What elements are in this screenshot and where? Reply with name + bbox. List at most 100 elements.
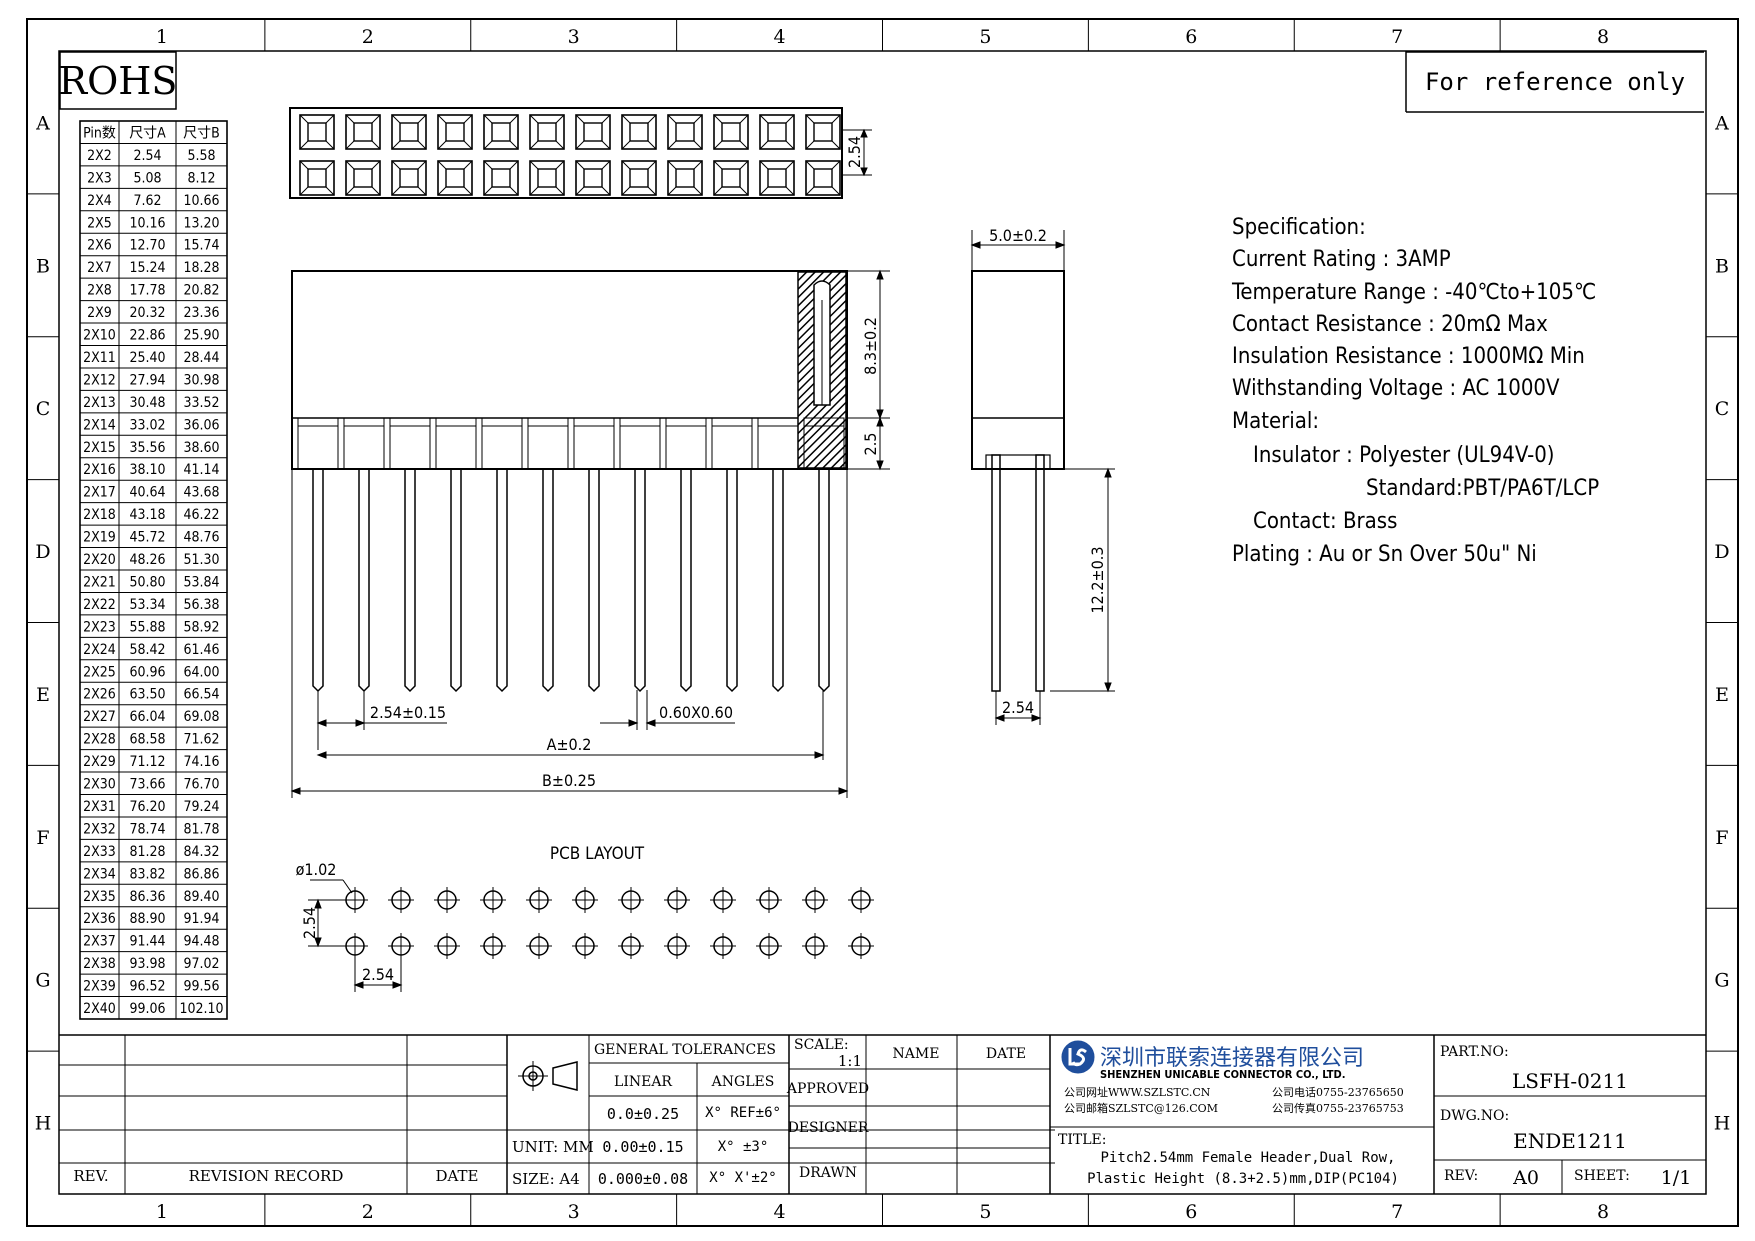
- frame-col-label-bottom: 8: [1597, 1201, 1609, 1223]
- title-line-2: Plastic Height (8.3+2.5)mm,DIP(PC104): [1087, 1171, 1399, 1187]
- size-table-cell: 15.24: [129, 260, 165, 276]
- pcb-hole: [526, 887, 552, 913]
- size-table-cell: 53.84: [183, 574, 219, 590]
- size-table-cell: 48.76: [183, 530, 219, 546]
- size-table-cell: 5.08: [133, 170, 161, 186]
- size-table-cell: 76.70: [183, 777, 219, 793]
- contact-cell: [575, 114, 611, 150]
- contact-cell: [667, 114, 703, 150]
- size-table-cell: 2X23: [83, 619, 116, 635]
- tolerance-linear-3: 0.000±0.08: [598, 1170, 688, 1188]
- rev-label: REV:: [1444, 1168, 1478, 1184]
- pcb-hole: [710, 933, 736, 959]
- frame-row-label-left: B: [36, 255, 50, 277]
- pcb-hole: [572, 933, 598, 959]
- size-table-cell: 2X12: [83, 372, 116, 388]
- frame-col-label-bottom: 4: [774, 1201, 786, 1223]
- pcb-hole: [802, 933, 828, 959]
- unit-label: UNIT: MM: [512, 1138, 594, 1156]
- size-table-cell: 尺寸A: [129, 125, 166, 141]
- dim-a: A±0.2: [547, 735, 592, 754]
- drawn-label: DRAWN: [799, 1165, 857, 1181]
- frame-row-label-right: G: [1714, 970, 1729, 992]
- sheet-value: 1/1: [1661, 1167, 1692, 1189]
- size-table-cell: 2X4: [87, 193, 112, 209]
- spec-line: Temperature Range : -40℃to+105℃: [1231, 280, 1596, 305]
- size-table-cell: 2X33: [83, 844, 116, 860]
- top-view: [289, 107, 872, 199]
- frame-col-label-bottom: 5: [979, 1201, 991, 1223]
- company-name-cn: 深圳市联索连接器有限公司: [1100, 1046, 1364, 1071]
- contact-cell: [437, 160, 473, 196]
- size-table-cell: 55.88: [129, 619, 165, 635]
- frame-col-label-bottom: 6: [1185, 1201, 1197, 1223]
- revision-record-header: REVISION RECORD: [189, 1167, 344, 1185]
- tolerance-angle-1: X° REF±6°: [705, 1105, 781, 1121]
- size-table-cell: 尺寸B: [183, 125, 220, 141]
- frame-row-label-right: C: [1715, 398, 1730, 420]
- spec-line: Current Rating : 3AMP: [1232, 247, 1451, 272]
- size-table-cell: 2X37: [83, 934, 116, 950]
- front-pin: [343, 417, 385, 693]
- side-width-dim: 5.0±0.2: [989, 226, 1047, 245]
- frame-row-label-left: D: [35, 541, 50, 563]
- pcb-hole: [480, 887, 506, 913]
- front-pin: [481, 417, 523, 693]
- frame-row-label-left: G: [35, 970, 50, 992]
- sheet-label: SHEET:: [1574, 1168, 1630, 1184]
- name-header: NAME: [893, 1046, 940, 1062]
- spec-line: Specification:: [1232, 215, 1366, 240]
- size-table-cell: 86.86: [183, 866, 219, 882]
- pcb-pitch-vertical-dim: 2.54: [300, 907, 319, 939]
- pcb-layout-title: PCB LAYOUT: [550, 844, 645, 864]
- pin-size-dim: 0.60X0.60: [659, 703, 733, 722]
- contact-cell: [529, 160, 565, 196]
- front-pin: [619, 417, 661, 693]
- title-block: [59, 1034, 1706, 1194]
- contact-cell: [483, 114, 519, 150]
- size-table-cell: 2X15: [83, 440, 116, 456]
- size-table-cell: 41.14: [183, 462, 219, 478]
- size-table-cell: 43.68: [183, 485, 219, 501]
- size-table-cell: 89.40: [183, 889, 219, 905]
- size-table-cell: 38.10: [129, 462, 165, 478]
- frame-col-label-top: 1: [156, 26, 168, 48]
- pcb-hole: [802, 887, 828, 913]
- size-table-cell: 23.36: [183, 305, 219, 321]
- size-table-cell: 64.00: [183, 664, 219, 680]
- frame-col-label-top: 5: [979, 26, 991, 48]
- contact-cell: [805, 160, 841, 196]
- contact-cell: [345, 160, 381, 196]
- pcb-pitch-horizontal-dim: 2.54: [362, 965, 394, 984]
- company-email: 公司邮箱SZLSTC@126.COM: [1064, 1101, 1218, 1115]
- size-table-cell: 102.10: [179, 1001, 223, 1017]
- front-pin: [527, 417, 569, 693]
- size-table-cell: 2X9: [87, 305, 112, 321]
- size-table-cell: 10.66: [183, 193, 219, 209]
- size-table-cell: 38.60: [183, 440, 219, 456]
- size-table-cell: 2X21: [83, 574, 116, 590]
- size-table-cell: 2X24: [83, 642, 116, 658]
- sign-date-header: DATE: [986, 1046, 1026, 1062]
- frame-row-label-left: E: [36, 684, 50, 706]
- body-height-dim: 8.3±0.2: [861, 317, 880, 375]
- title-label: TITLE:: [1058, 1132, 1106, 1148]
- size-table-cell: 73.66: [129, 777, 165, 793]
- size-table-cell: 91.94: [183, 911, 219, 927]
- size-table-cell: 63.50: [129, 687, 165, 703]
- front-pin: [297, 417, 339, 693]
- title-line-1: Pitch2.54mm Female Header,Dual Row,: [1100, 1150, 1395, 1166]
